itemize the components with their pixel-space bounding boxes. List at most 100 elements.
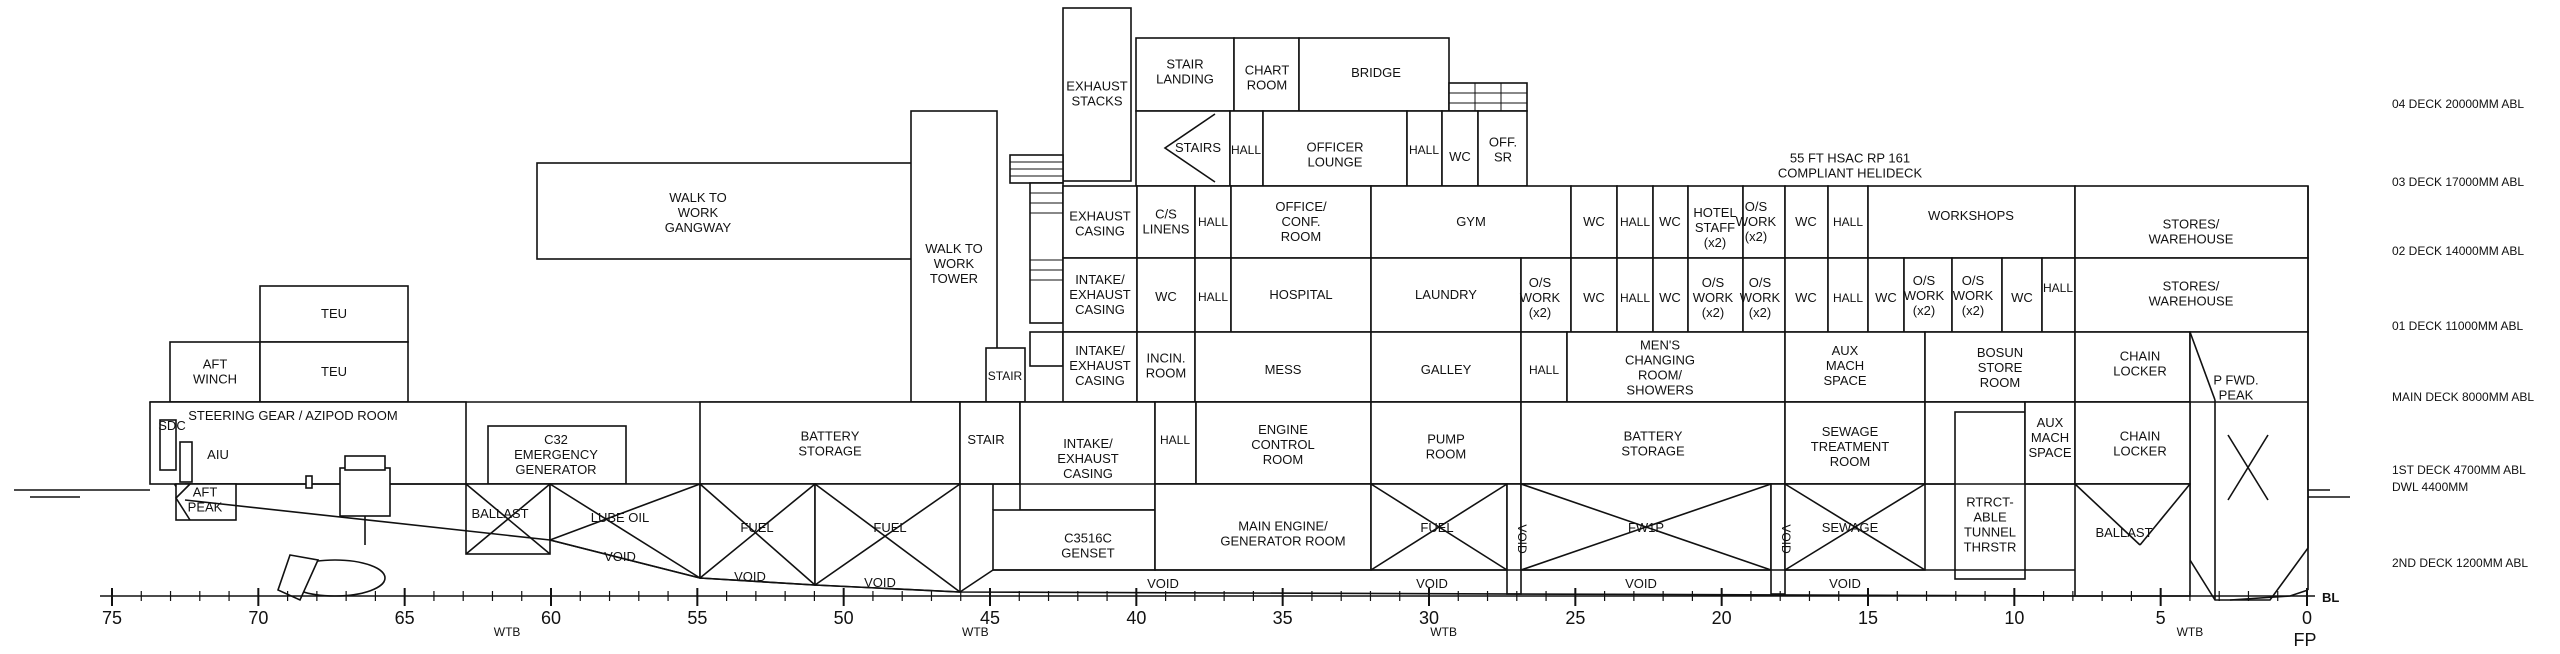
bridge-wing	[1448, 82, 1528, 112]
ballast-label: BALLAST	[471, 506, 528, 521]
frame-number-label: 40	[1126, 608, 1146, 628]
stores-warehouse-03	[2074, 185, 2309, 259]
hall-room	[1827, 257, 1869, 333]
stores-warehouse-label: STORES/WAREHOUSE	[2149, 279, 2234, 309]
deck-level-label: 01 DECK 11000MM ABL	[2392, 319, 2524, 333]
intake-exhaust-casing-01	[1062, 331, 1138, 403]
bosun-store-room	[1924, 331, 2076, 403]
azipod-housing	[339, 467, 391, 517]
deck-level-label: 03 DECK 17000MM ABL	[2392, 175, 2524, 189]
wc-label: WC	[1659, 214, 1681, 229]
stair-room	[959, 401, 1021, 485]
stair-landing-room	[1135, 37, 1235, 112]
hall-label: HALL	[1620, 291, 1650, 305]
wc-label: WC	[1659, 290, 1681, 305]
lube-oil-label: LUBE OIL	[591, 510, 650, 525]
gym-room	[1370, 185, 1572, 259]
hall-room	[1154, 401, 1197, 485]
gym-label: GYM	[1456, 214, 1486, 229]
walk-to-work-tower	[910, 110, 998, 403]
deck-level-label: MAIN DECK 8000MM ABL	[2392, 390, 2534, 404]
teu-upper	[259, 285, 409, 343]
hall-label: HALL	[1198, 290, 1228, 304]
sewage-label: SEWAGE	[1822, 520, 1879, 535]
void-vertical-label: VOID	[1779, 524, 1793, 554]
steering-gear-label: STEERING GEAR / AZIPOD ROOM	[188, 408, 397, 423]
wc-label: WC	[2011, 290, 2033, 305]
os-work-room	[1742, 257, 1786, 333]
main-engine-room-label: MAIN ENGINE/GENERATOR ROOM	[1220, 519, 1345, 549]
hall-room	[1229, 110, 1264, 187]
void-label: VOID	[1416, 576, 1448, 591]
wtb-label: WTB	[494, 625, 521, 639]
walk-to-work-gangway	[536, 162, 913, 260]
stair-flights	[1029, 182, 1064, 324]
void-label: VOID	[734, 569, 766, 584]
battery-storage-fwd	[1520, 401, 1786, 485]
frame-number-label: 65	[395, 608, 415, 628]
fuel-label: FUEL	[873, 520, 906, 535]
forward-perpendicular-label: FP	[2293, 630, 2316, 649]
office-conf-room-label: OFFICE/CONF.ROOM	[1275, 199, 1327, 244]
sdc-label: SDC	[158, 418, 185, 433]
void-label: VOID	[1147, 576, 1179, 591]
stairs-label: STAIRS	[1175, 140, 1221, 155]
frame-number-label: 55	[687, 608, 707, 628]
workshops-label: WORKSHOPS	[1928, 208, 2014, 223]
ballast-fwd-label: BALLAST	[2095, 525, 2152, 540]
bridge-label: BRIDGE	[1351, 65, 1401, 80]
frame-number-label: 10	[2004, 608, 2024, 628]
hall-label: HALL	[1198, 215, 1228, 229]
wtb-label: WTB	[1430, 625, 1457, 639]
sewage-treatment-room	[1784, 401, 1926, 485]
void-label: VOID	[1829, 576, 1861, 591]
hall-label: HALL	[1231, 143, 1261, 157]
mess-room	[1194, 331, 1372, 403]
wc-label: WC	[1795, 214, 1817, 229]
wtb-label: WTB	[962, 625, 989, 639]
hall-room	[1520, 331, 1568, 403]
hall-label: HALL	[1160, 433, 1190, 447]
teu-label: TEU	[321, 364, 347, 379]
deck-level-label: 2ND DECK 1200MM ABL	[2392, 556, 2528, 570]
wc-room	[1867, 257, 1905, 333]
deck-level-label: 02 DECK 14000MM ABL	[2392, 244, 2524, 258]
frame-number-label: 5	[2156, 608, 2166, 628]
stores-warehouse-label: STORES/WAREHOUSE	[2149, 217, 2234, 247]
frame-number-label: 45	[980, 608, 1000, 628]
aiu-unit	[179, 441, 193, 483]
propeller-blade	[277, 554, 320, 602]
aux-mach-space	[1784, 331, 1926, 403]
exhaust-casing-room	[1062, 185, 1138, 259]
galley-label: GALLEY	[1421, 362, 1472, 377]
frame-number-label: 60	[541, 608, 561, 628]
fw1p-label: FW1P	[1628, 520, 1664, 535]
stores-warehouse-02	[2074, 257, 2309, 333]
cs-linens-room	[1136, 185, 1196, 259]
sdc-unit	[159, 419, 177, 471]
stair-room	[985, 347, 1026, 403]
wc-label: WC	[1449, 149, 1471, 164]
wc-label: WC	[1583, 214, 1605, 229]
stair-flight-lower	[1029, 331, 1064, 367]
fuel-label: FUEL	[740, 520, 773, 535]
